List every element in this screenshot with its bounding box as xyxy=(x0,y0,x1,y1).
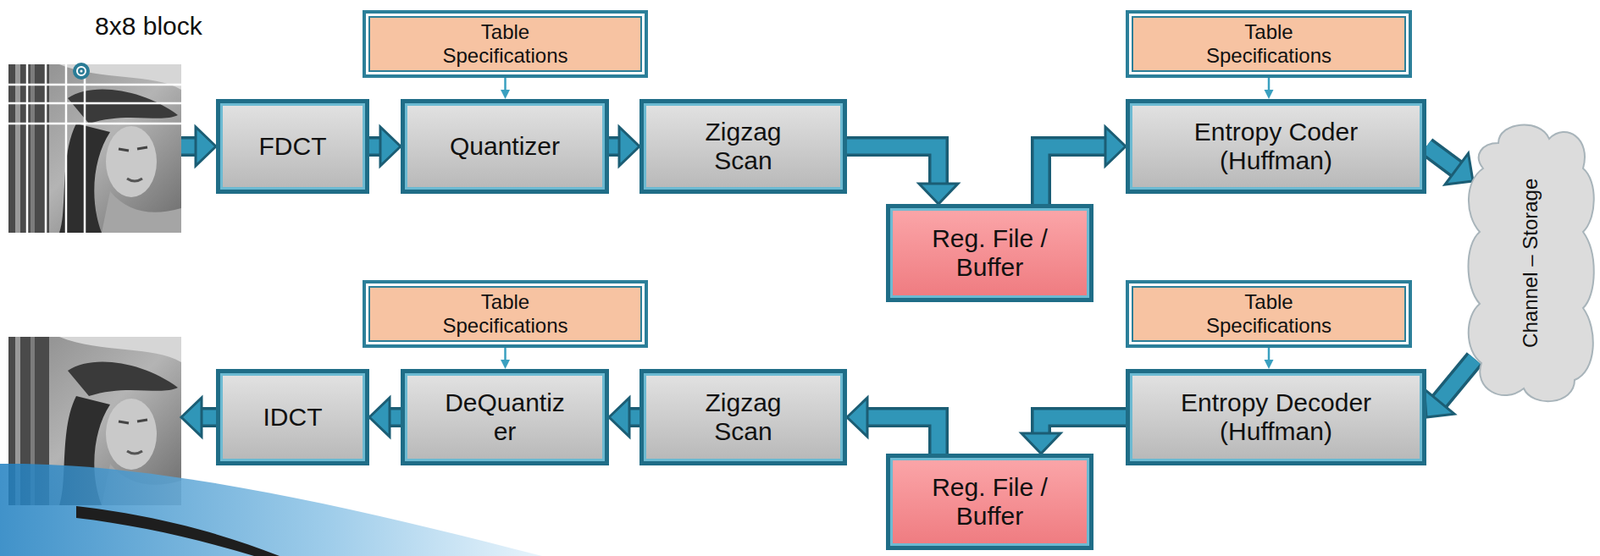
arrow-head xyxy=(608,398,630,438)
arrow-outline xyxy=(1040,417,1126,434)
table-spec-box: Table Specifications xyxy=(1125,280,1412,349)
node-text: Table Specifications xyxy=(1184,290,1354,338)
process-box: Zigzag Scan xyxy=(639,369,848,466)
block-grid xyxy=(8,64,182,233)
arrow-head xyxy=(619,127,640,167)
process-box: Zigzag Scan xyxy=(639,99,848,194)
node-text: Table Specifications xyxy=(1184,20,1354,67)
arrow-shaft xyxy=(629,410,640,426)
process-box: DeQuantiz er xyxy=(400,369,609,466)
process-box: Entropy Decoder (Huffman) xyxy=(1125,369,1427,466)
arrow-head xyxy=(369,398,390,438)
flow-arrow xyxy=(1040,127,1126,205)
arrow-outline xyxy=(847,146,939,184)
buffer-box: Reg. File / Buffer xyxy=(885,204,1094,303)
node-text: Entropy Decoder (Huffman) xyxy=(1157,388,1396,448)
arrow-shaft xyxy=(1439,359,1475,402)
node-text: Reg. File / Buffer xyxy=(913,473,1067,532)
flow-arrow xyxy=(608,127,640,167)
flow-arrow xyxy=(608,398,640,438)
arrow-shaft xyxy=(1267,77,1271,90)
channel-cloud: Channel – Storage xyxy=(1464,117,1597,409)
image-arrow xyxy=(181,127,216,167)
flow-arrow xyxy=(1021,417,1126,454)
source-image xyxy=(8,64,182,233)
buffer-box: Reg. File / Buffer xyxy=(885,453,1094,551)
arrow-head xyxy=(1264,359,1274,370)
block-label: 8x8 block xyxy=(94,11,203,41)
table-spec-box: Table Specifications xyxy=(362,10,648,78)
node-text: DeQuantiz er xyxy=(435,388,576,448)
flow-arrow xyxy=(1426,146,1473,185)
flow-arrow xyxy=(369,398,401,438)
flow-arrow xyxy=(500,77,510,100)
arrow-outline xyxy=(608,136,620,157)
flow-arrow xyxy=(847,146,958,205)
arrow-outline xyxy=(867,417,939,454)
node-text: IDCT xyxy=(263,403,323,433)
arrow-head xyxy=(1264,89,1274,100)
decor-streak xyxy=(76,506,280,556)
flow-arrow xyxy=(1264,77,1274,100)
image-arrow xyxy=(181,398,216,438)
arrow-head xyxy=(847,398,868,438)
arrow-shaft xyxy=(389,410,401,426)
arrow-shaft xyxy=(1040,146,1106,205)
node-text: Channel – Storage xyxy=(1518,177,1543,348)
flow-arrow xyxy=(847,398,939,454)
table-spec-box: Table Specifications xyxy=(362,280,648,349)
arrow-shaft xyxy=(503,77,507,90)
arrow-head xyxy=(1105,127,1126,167)
arrow-shaft xyxy=(1426,146,1457,170)
flow-arrow xyxy=(500,348,510,370)
arrow-head xyxy=(1424,389,1455,418)
arrow-head xyxy=(380,127,401,167)
arrow-head xyxy=(1021,433,1061,454)
flow-arrow xyxy=(1424,359,1475,418)
arrow-outline xyxy=(1040,146,1106,205)
arrow-outline xyxy=(1426,146,1457,170)
process-box: Entropy Coder (Huffman) xyxy=(1125,99,1427,194)
arrow-shaft xyxy=(608,139,620,155)
arrow-head xyxy=(919,183,958,205)
node-text: Entropy Coder (Huffman) xyxy=(1157,117,1396,177)
flow-arrow xyxy=(1264,348,1274,370)
table-spec-box: Table Specifications xyxy=(1125,10,1412,78)
process-box: IDCT xyxy=(215,369,370,466)
node-text: Table Specifications xyxy=(420,20,591,67)
arrow-head xyxy=(500,359,510,370)
decor-swoosh xyxy=(0,464,543,556)
node-text: Zigzag Scan xyxy=(680,388,808,448)
arrow-shaft xyxy=(369,139,381,155)
flow-arrow xyxy=(369,127,401,167)
node-text: FDCT xyxy=(259,132,327,162)
arrow-head xyxy=(1444,153,1473,185)
arrow-outline xyxy=(1439,359,1475,402)
arrow-outline xyxy=(629,407,640,428)
node-text: Reg. File / Buffer xyxy=(913,224,1067,283)
arrow-shaft xyxy=(847,146,939,184)
process-box: Quantizer xyxy=(400,99,609,194)
node-text: Quantizer xyxy=(449,132,560,162)
arrow-shaft xyxy=(1267,348,1271,360)
arrow-shaft xyxy=(503,348,507,360)
arrow-head xyxy=(500,89,510,100)
block-marker xyxy=(72,62,90,80)
node-text: Table Specifications xyxy=(420,290,591,338)
arrow-outline xyxy=(369,136,381,157)
node-text: Zigzag Scan xyxy=(680,117,808,177)
process-box: FDCT xyxy=(215,99,370,194)
arrow-shaft xyxy=(867,417,939,454)
cloud-shape xyxy=(1468,125,1595,403)
arrow-shaft xyxy=(1040,417,1126,434)
arrow-outline xyxy=(389,407,401,428)
